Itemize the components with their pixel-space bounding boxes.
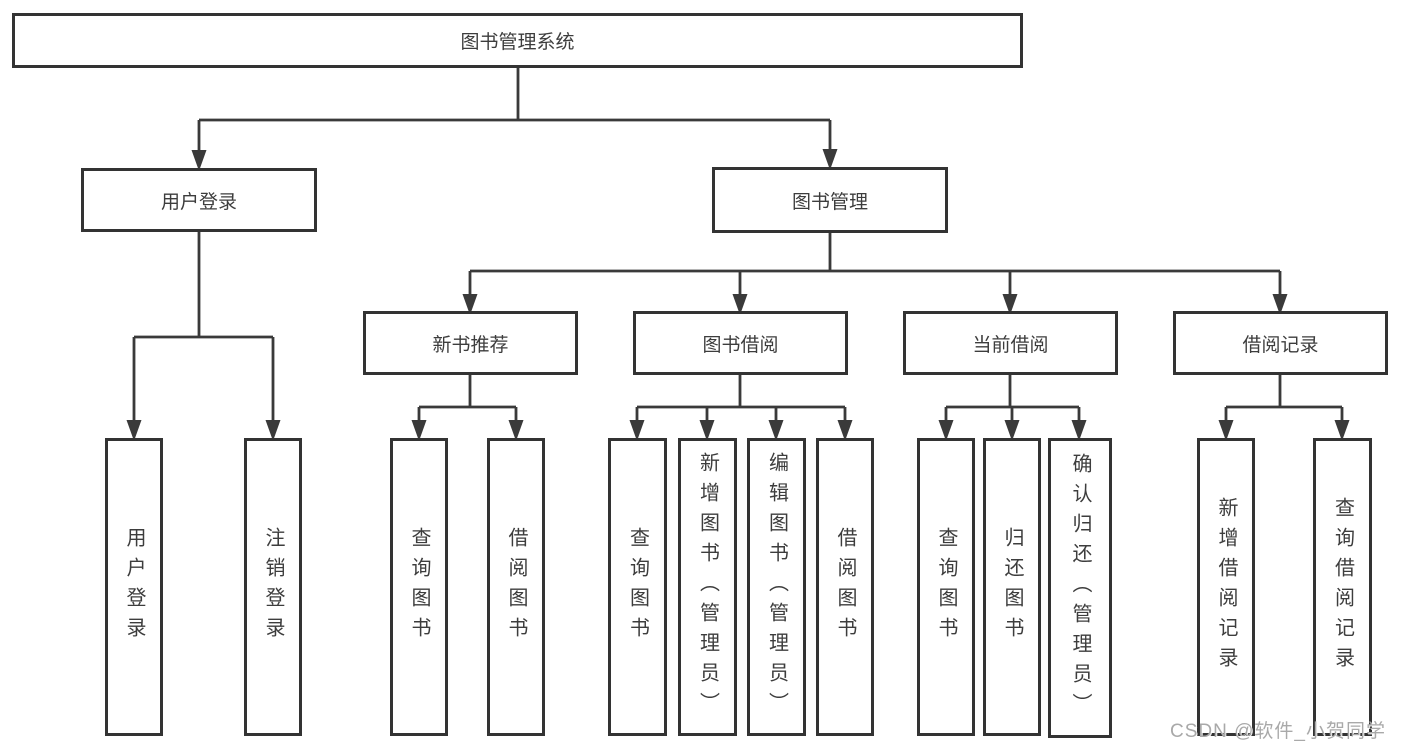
leaf-query-borrow-record: 查询借阅记录 xyxy=(1313,438,1372,736)
leaf-borrow-books: 借阅图书 xyxy=(816,438,874,736)
node-root: 图书管理系统 xyxy=(12,13,1023,68)
node-new-book-recommend: 新书推荐 xyxy=(363,311,578,375)
node-book-borrowing: 图书借阅 xyxy=(633,311,848,375)
node-book-management: 图书管理 xyxy=(712,167,948,233)
leaf-return-books: 归还图书 xyxy=(983,438,1041,736)
node-current-borrowing: 当前借阅 xyxy=(903,311,1118,375)
leaf-add-book-admin: 新增图书（管理员） xyxy=(678,438,737,736)
node-borrow-records: 借阅记录 xyxy=(1173,311,1388,375)
leaf-add-borrow-record: 新增借阅记录 xyxy=(1197,438,1255,736)
leaf-query-books-recommend: 查询图书 xyxy=(390,438,448,736)
leaf-borrow-books-recommend: 借阅图书 xyxy=(487,438,545,736)
leaf-user-login: 用户登录 xyxy=(105,438,163,736)
leaf-query-books-current: 查询图书 xyxy=(917,438,975,736)
leaf-query-books-borrowing: 查询图书 xyxy=(608,438,667,736)
leaf-logout: 注销登录 xyxy=(244,438,302,736)
csdn-watermark: CSDN @软件_小贺同学 xyxy=(1170,721,1386,742)
arrowhead-icons xyxy=(126,149,1350,441)
leaf-edit-book-admin: 编辑图书（管理员） xyxy=(747,438,806,736)
node-user-login: 用户登录 xyxy=(81,168,317,232)
leaf-confirm-return-admin: 确认归还（管理员） xyxy=(1048,438,1112,738)
